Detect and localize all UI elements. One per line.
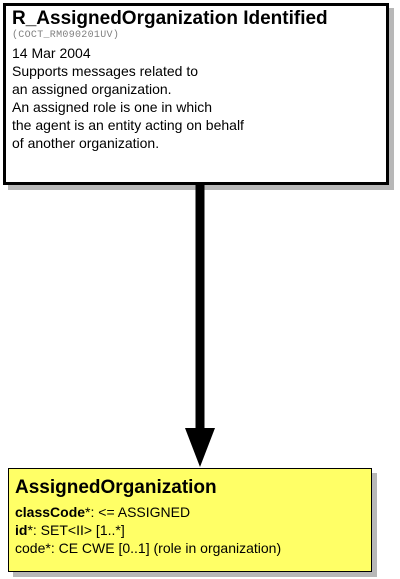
description-line: Supports messages related to	[12, 63, 198, 79]
attribute-name: id	[15, 522, 28, 538]
attribute-type: : SET<II> [1..*]	[32, 522, 125, 538]
attribute-id: id*: SET<II> [1..*]	[15, 521, 365, 539]
entry-point-box[interactable]: R_AssignedOrganization Identified (COCT_…	[3, 3, 389, 185]
attribute-class-code: classCode*: <= ASSIGNED	[15, 503, 365, 521]
description-line: An assigned role is one in which	[12, 99, 213, 115]
attribute-code: code*: CE CWE [0..1] (role in organizati…	[15, 539, 365, 557]
class-name: AssignedOrganization	[15, 477, 217, 498]
model-date: 14 Mar 2004	[12, 45, 91, 61]
model-identifier: (COCT_RM090201UV)	[12, 30, 120, 41]
description-line: the agent is an entity acting on behalf	[12, 117, 244, 133]
model-description: Supports messages related to an assigned…	[12, 62, 380, 152]
arrow-head	[185, 428, 215, 467]
description-line: of another organization.	[12, 135, 160, 151]
attribute-type: : CE CWE [0..1] (role in organization)	[50, 540, 282, 556]
mandatory-marker: *	[85, 504, 91, 520]
mandatory-marker: *	[27, 522, 33, 538]
entry-point-title: R_AssignedOrganization Identified	[12, 8, 328, 29]
description-line: an assigned organization.	[12, 81, 172, 97]
attribute-name: code	[15, 540, 46, 556]
attribute-type: : <= ASSIGNED	[90, 504, 191, 520]
mandatory-marker: *	[45, 540, 51, 556]
class-box-assigned-organization[interactable]: AssignedOrganization classCode*: <= ASSI…	[8, 468, 372, 572]
attribute-name: classCode	[15, 504, 86, 520]
